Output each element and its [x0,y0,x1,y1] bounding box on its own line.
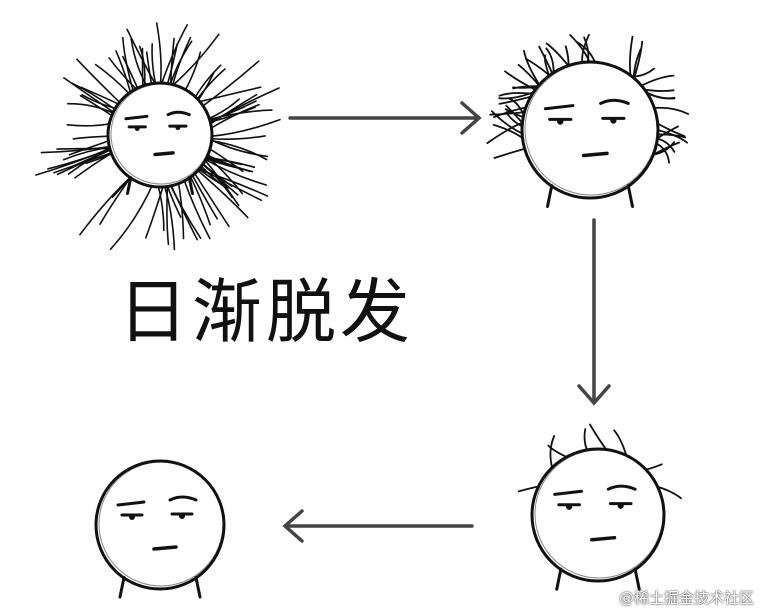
head-outline-fuzz [98,461,224,587]
head-outline [94,459,226,591]
left-pupil [134,126,140,131]
right-pupil [610,117,617,124]
right-eyebrow [606,484,637,491]
left-eyebrow [124,114,149,121]
arrow-down [577,218,611,406]
right-eyebrow [168,495,198,502]
mouth [153,151,175,157]
right-leg [626,184,634,208]
hair-strand [155,22,162,89]
watermark: @稀土掘金技术社区 [618,589,754,607]
hair-strand [160,24,188,86]
hair-strand [504,70,538,92]
hair-strand [181,175,211,240]
right-eyebrow [166,110,191,117]
arrow-right [288,101,482,135]
left-pupil [129,514,135,520]
head-outline-fuzz [524,62,658,196]
right-pupil [175,125,181,131]
arrow-left [282,509,474,543]
hair-strand [638,74,675,88]
right-leg [633,567,641,591]
hair-strand [651,106,690,115]
left-pupil [566,503,573,510]
mouth [581,151,609,158]
hair-strand [66,102,116,115]
hair-strand [79,176,132,236]
left-leg [118,575,126,599]
hair-strand [197,86,262,103]
hair-strand [109,180,155,251]
hair-strand [202,157,267,186]
left-pupil [557,118,564,125]
hair-strand [170,33,220,88]
hair-strand [538,45,554,77]
right-pupil [179,513,185,519]
right-pupil [617,502,624,509]
left-eyebrow [543,104,575,111]
left-eyebrow [116,500,146,507]
hair-strand [210,118,281,137]
head-outline [530,447,666,583]
face-hairy [486,33,690,208]
hair-strand [632,40,644,82]
hair-strand [498,92,536,97]
hair-strand [205,87,280,126]
hair-strand [493,147,528,159]
hair-strand [207,93,258,126]
face-few-hairs [517,423,682,591]
head-outline [106,81,214,189]
left-eyebrow [553,489,583,496]
right-leg [194,575,202,599]
right-eyebrow [599,98,630,105]
head-outline [520,60,660,200]
head-outline-fuzz [110,83,212,185]
mouth [152,545,178,551]
face-bald [94,459,226,599]
hair-strand [629,35,634,80]
right-leg [187,176,194,195]
hair-strand [195,168,249,219]
left-leg [546,184,554,208]
mouth [590,535,617,542]
left-leg [555,567,563,591]
head-outline-fuzz [534,449,664,579]
left-leg [126,176,133,195]
face-very-hairy [35,22,281,251]
hair-strand [523,49,542,88]
caption-text: 日渐脱发 [118,271,414,353]
